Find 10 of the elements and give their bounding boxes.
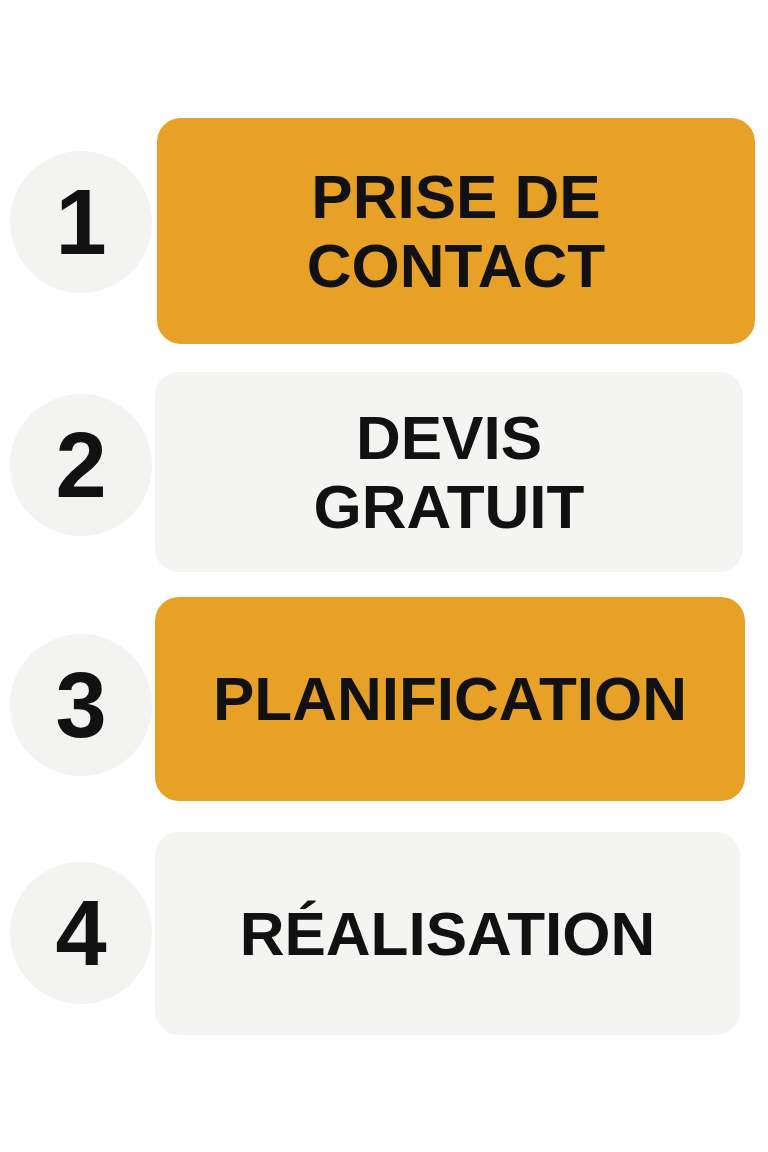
step-number: 3 <box>55 659 107 751</box>
step-title: DEVIS GRATUIT <box>312 402 586 542</box>
step-number: 4 <box>55 887 107 979</box>
step-title: PLANIFICATION <box>212 664 688 734</box>
step-box <box>157 118 755 344</box>
step-title: PRISE DE CONTACT <box>305 161 607 301</box>
step-box <box>155 597 745 801</box>
step-number: 1 <box>55 176 107 268</box>
step-number: 2 <box>55 419 107 511</box>
step-title: RÉALISATION <box>239 898 656 969</box>
